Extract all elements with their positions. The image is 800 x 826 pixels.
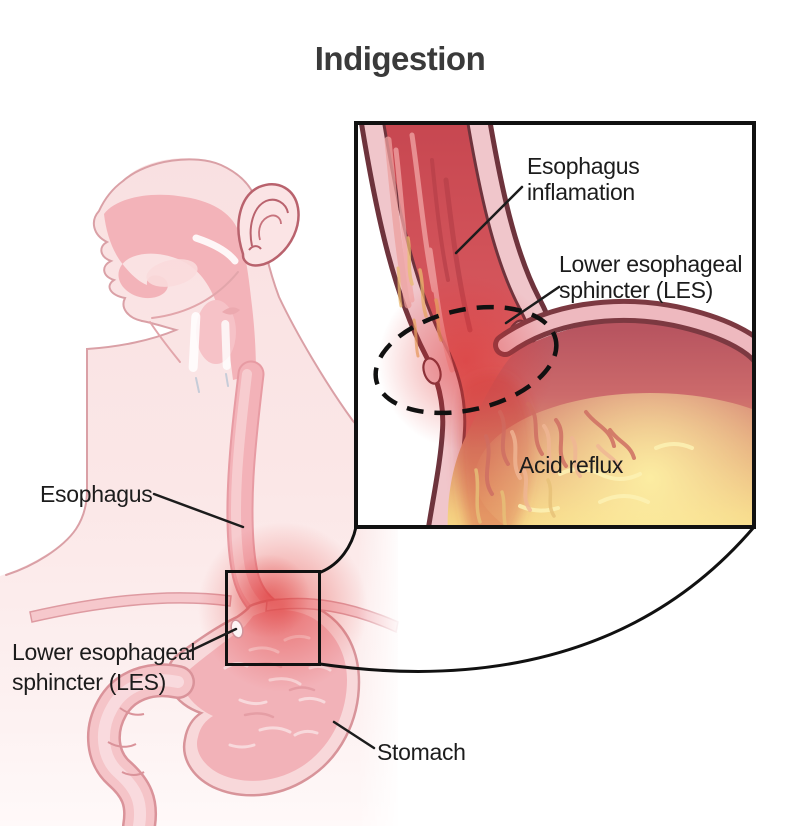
esophagus-leader-line <box>152 492 245 529</box>
nasal-mouth-pharynx-cavity <box>104 194 256 380</box>
intestine-shape <box>86 663 195 826</box>
les-label-line1: Lower esophageal <box>12 639 196 665</box>
les-label-line2: sphincter (LES) <box>12 669 167 695</box>
jaw-line <box>151 271 239 319</box>
face-profile-outline <box>92 158 399 464</box>
connector-line-top <box>319 525 358 574</box>
diagram-title: Indigestion <box>314 40 486 77</box>
inset-box <box>354 121 756 529</box>
inset-les-label-line2: sphincter (LES) <box>559 277 714 303</box>
inset-lumen-streaks <box>384 132 473 373</box>
inset-les-label: Lower esophageal sphincter (LES) <box>559 251 742 303</box>
inset-les-glow <box>378 274 554 450</box>
esophagus-label: Esophagus <box>40 481 153 507</box>
figure-leader-lines <box>152 492 376 750</box>
inset-les-leader-line <box>504 285 561 325</box>
soft-palate-highlight <box>192 234 239 265</box>
inflammation-glow-core <box>226 554 310 638</box>
neck-front-line <box>149 321 181 363</box>
dashed-les-ellipse <box>373 304 559 416</box>
stomach-label: Stomach <box>377 739 466 765</box>
connector-line-bottom <box>318 525 756 673</box>
inset-les-label-line1: Lower esophageal <box>559 251 743 277</box>
zoom-source-box <box>225 570 321 666</box>
stomach-leader-line <box>332 720 376 750</box>
larynx-detail <box>188 300 240 393</box>
acid-reflux-label: Acid reflux <box>519 452 624 478</box>
les-label: Lower esophageal sphincter (LES) <box>12 637 195 697</box>
inset-illustration <box>357 124 753 526</box>
esophagus-inflammation-label: Esophagus inflamation <box>527 153 640 205</box>
inset-leader-lines <box>454 185 561 325</box>
body-figure <box>0 158 399 826</box>
inflammation-leader-line <box>454 185 524 255</box>
les-leader-line <box>188 627 238 653</box>
ear-outline <box>237 183 300 267</box>
esophagus-inflammation-label-line1: Esophagus <box>527 153 640 179</box>
esophagus-inflammation-label-line2: inflamation <box>527 179 635 205</box>
acid-waves <box>518 442 694 513</box>
tongue-highlight <box>146 259 198 287</box>
chest-outline <box>5 320 180 576</box>
